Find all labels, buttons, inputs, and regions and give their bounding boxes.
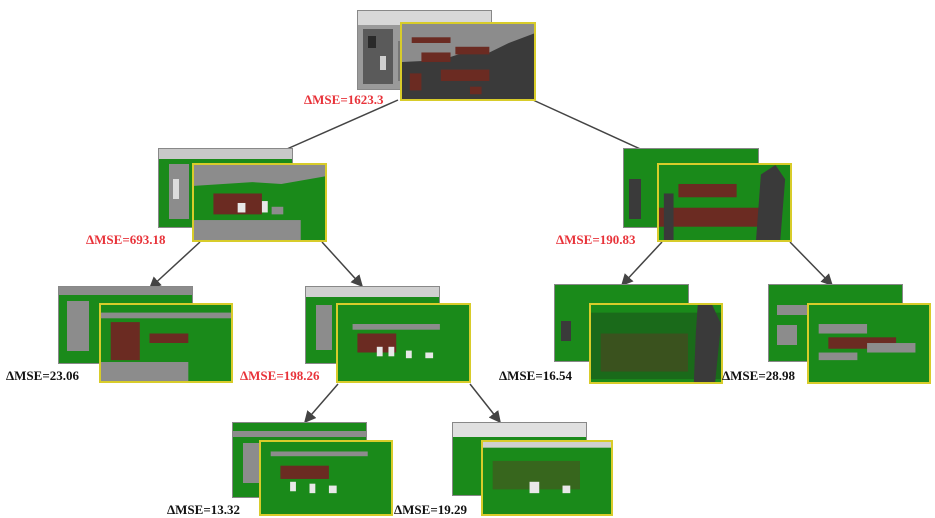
mse-label-l2-d: ΔMSE=28.98 xyxy=(722,368,795,383)
segmented-image-thumbnail xyxy=(192,163,327,242)
edge-l2b-b xyxy=(469,383,501,424)
edge-l2b-a xyxy=(304,383,339,424)
edge-l1right-d xyxy=(789,241,834,287)
segmented-image-thumbnail xyxy=(99,303,233,383)
segmented-image-thumbnail xyxy=(589,303,723,384)
segmented-image-thumbnail xyxy=(400,22,536,101)
segmented-image-thumbnail xyxy=(657,163,792,242)
mse-label-root: ΔMSE=1623.3 xyxy=(304,92,384,107)
mse-label-l2-b: ΔMSE=198.26 xyxy=(240,368,320,383)
edge-l1right-c xyxy=(620,241,663,287)
mse-label-l2-a: ΔMSE=23.06 xyxy=(6,368,79,383)
edge-l1left-b xyxy=(321,241,364,288)
mse-label-l1-right: ΔMSE=190.83 xyxy=(556,232,636,247)
mse-label-l1-left: ΔMSE=693.18 xyxy=(86,232,166,247)
edge-l1left-a xyxy=(148,241,201,290)
mse-label-l2-c: ΔMSE=16.54 xyxy=(499,368,572,383)
segmented-image-thumbnail xyxy=(336,303,471,383)
mse-label-l3-b: ΔMSE=19.29 xyxy=(394,502,467,517)
segmented-image-thumbnail xyxy=(259,440,393,516)
segmented-image-thumbnail xyxy=(807,303,931,384)
mse-label-l3-a: ΔMSE=13.32 xyxy=(167,502,240,517)
segmented-image-thumbnail xyxy=(481,440,613,516)
